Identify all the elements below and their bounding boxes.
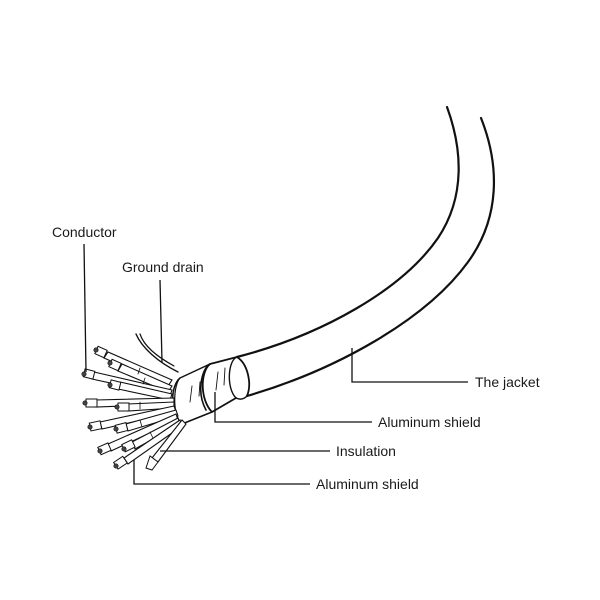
label-jacket: The jacket: [475, 374, 540, 390]
aluminum-shield-foil: [172, 356, 238, 425]
wire: [93, 345, 173, 387]
leader-aluminum-shield-outer: [214, 392, 372, 423]
conductor-bundle: [81, 345, 187, 471]
cable-jacket: [228, 105, 495, 400]
leader-lines: [83, 243, 468, 485]
label-conductor: Conductor: [52, 224, 117, 240]
leader-jacket: [351, 348, 468, 383]
leader-conductor: [83, 243, 87, 373]
leader-ground-drain: [159, 279, 163, 363]
label-insulation: Insulation: [336, 443, 396, 459]
label-ground-drain: Ground drain: [122, 259, 204, 275]
ground-drain-wire: [135, 333, 179, 373]
leader-aluminum-shield-inner: [133, 460, 310, 485]
label-aluminum-shield-inner: Aluminum shield: [316, 476, 419, 492]
wire: [107, 379, 173, 401]
label-aluminum-shield-outer: Aluminum shield: [378, 414, 481, 430]
wire: [113, 409, 179, 434]
